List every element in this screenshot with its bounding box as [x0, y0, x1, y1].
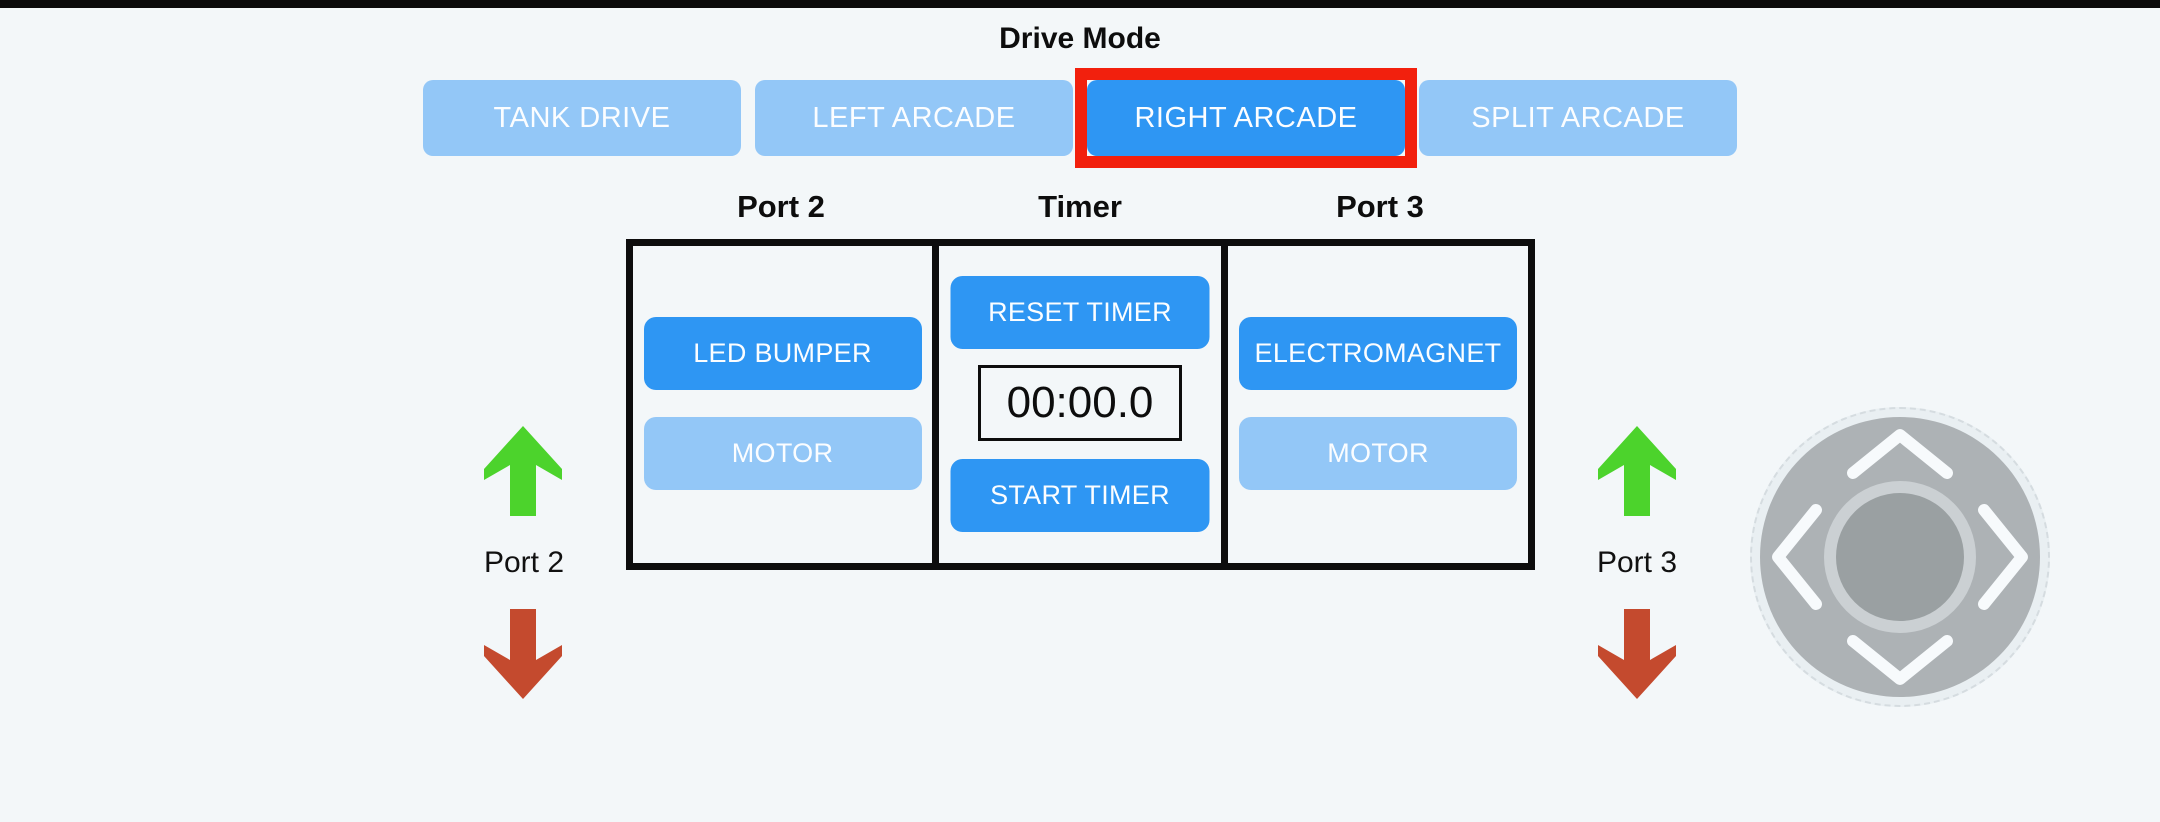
joystick-right-chevron-icon	[1978, 504, 2028, 610]
port3-down-arrow-icon[interactable]	[1597, 608, 1677, 700]
control-panel: LED BUMPER MOTOR RESET TIMER 00:00.0 STA…	[626, 239, 1535, 570]
selected-mode-highlight: RIGHT ARCADE	[1075, 68, 1417, 168]
page-title: Drive Mode	[999, 22, 1161, 55]
joystick-down-chevron-icon	[1847, 635, 1953, 685]
joystick-overlay	[1772, 429, 2028, 685]
timer-column-header: Timer	[1038, 189, 1122, 224]
port2-motor-button[interactable]: MOTOR	[643, 417, 922, 490]
port2-column: LED BUMPER MOTOR	[633, 246, 932, 563]
port3-up-arrow-icon[interactable]	[1597, 425, 1677, 517]
left-arcade-button[interactable]: LEFT ARCADE	[755, 80, 1073, 156]
port2-column-header: Port 2	[737, 189, 825, 224]
electromagnet-button[interactable]: ELECTROMAGNET	[1239, 317, 1517, 390]
port3-column: ELECTROMAGNET MOTOR	[1228, 246, 1528, 563]
port3-motor-button[interactable]: MOTOR	[1239, 417, 1517, 490]
port2-side-label: Port 2	[483, 546, 565, 579]
port3-column-header: Port 3	[1336, 189, 1424, 224]
top-black-bar	[0, 0, 2160, 8]
led-bumper-button[interactable]: LED BUMPER	[643, 317, 922, 390]
timer-column: RESET TIMER 00:00.0 START TIMER	[932, 246, 1228, 563]
reset-timer-button[interactable]: RESET TIMER	[950, 276, 1210, 349]
split-arcade-button[interactable]: SPLIT ARCADE	[1419, 80, 1737, 156]
tank-drive-button[interactable]: TANK DRIVE	[423, 80, 741, 156]
right-arcade-button[interactable]: RIGHT ARCADE	[1087, 80, 1405, 156]
start-timer-button[interactable]: START TIMER	[950, 459, 1210, 532]
joystick-knob[interactable]	[1836, 493, 1964, 621]
joystick-left-chevron-icon	[1772, 504, 1822, 610]
timer-display: 00:00.0	[978, 365, 1182, 441]
port3-side-label: Port 3	[1596, 546, 1678, 579]
joystick-up-chevron-icon	[1847, 429, 1953, 479]
port2-down-arrow-icon[interactable]	[483, 608, 563, 700]
drive-mode-button-row: TANK DRIVE LEFT ARCADE RIGHT ARCADE SPLI…	[0, 68, 2160, 168]
port2-up-arrow-icon[interactable]	[483, 425, 563, 517]
